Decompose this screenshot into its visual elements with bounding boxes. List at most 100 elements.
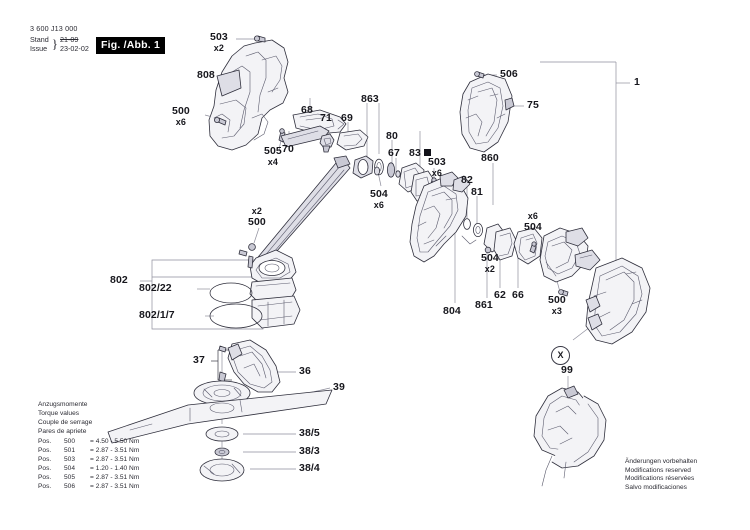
- torque-row: Pos.506= 2.87 - 3.51 Nm: [38, 482, 139, 491]
- callout-503-top-qty: x2: [213, 43, 225, 53]
- callout-70: 70: [282, 143, 294, 155]
- callout-80: 80: [386, 130, 398, 142]
- torque-pos-label: Pos.: [38, 474, 52, 482]
- part-number: 3 600 J13 000: [30, 24, 78, 33]
- torque-values-block: Anzugsmomente Torque values Couple de se…: [38, 400, 139, 492]
- callout-504-left-qty: x6: [373, 200, 385, 210]
- callout-81: 81: [471, 186, 483, 198]
- torque-pos-num: 501: [64, 446, 76, 454]
- torque-eq: =: [90, 465, 94, 473]
- callout-75: 75: [527, 99, 539, 111]
- torque-pos-num: 500: [64, 437, 76, 445]
- callout-500-left-qty: x6: [175, 117, 187, 127]
- figure-badge: Fig. /Abb. 1: [96, 37, 165, 54]
- artwork-clip-71: [319, 133, 335, 153]
- callout-66: 66: [512, 289, 524, 301]
- torque-eq: =: [90, 483, 94, 491]
- callout-500-left-num: 500: [172, 105, 190, 117]
- torque-eq: =: [90, 474, 94, 482]
- callout-69: 69: [341, 112, 353, 124]
- disclaimer-en: Modifications reserved: [625, 466, 691, 474]
- stand-label: Stand: [30, 35, 49, 44]
- brace-glyph: }: [51, 36, 59, 51]
- detail-marker-x: X: [551, 346, 570, 365]
- torque-title-en: Torque values: [38, 410, 80, 418]
- callout-500-shaft-qty: x2: [251, 206, 263, 216]
- callout-802-1-7: 802/1/7: [139, 309, 175, 321]
- callout-506: 506: [500, 68, 518, 80]
- callout-71: 71: [320, 112, 332, 124]
- callout-504-right-qty: x6: [527, 211, 539, 221]
- callout-860: 860: [481, 152, 499, 164]
- torque-eq: =: [90, 455, 94, 463]
- callout-802: 802: [110, 274, 128, 286]
- callout-68: 68: [301, 104, 313, 116]
- artwork-cutter-assembly: [107, 339, 333, 482]
- callout-82: 82: [461, 174, 473, 186]
- callout-505-qty: x4: [267, 157, 279, 167]
- torque-pos-label: Pos.: [38, 437, 52, 445]
- torque-value: 4.50 - 5.50 Nm: [95, 437, 140, 445]
- torque-row: Pos.503= 2.87 - 3.51 Nm: [38, 455, 139, 464]
- torque-value: 2.87 - 3.51 Nm: [95, 474, 140, 482]
- callout-503-mid-num: 503: [428, 156, 446, 168]
- torque-eq: =: [90, 446, 94, 454]
- torque-eq: =: [90, 437, 94, 445]
- callout-62: 62: [494, 289, 506, 301]
- disclaimer-block: Änderungen vorbehalten Modifications res…: [625, 458, 697, 492]
- callout-503-top-num: 503: [210, 31, 228, 43]
- disclaimer-es: Salvo modificaciones: [625, 483, 687, 491]
- artwork-rings-82-81: [461, 218, 483, 245]
- disclaimer-fr: Modifications réservées: [625, 475, 695, 483]
- torque-pos-label: Pos.: [38, 483, 52, 491]
- square-marker-icon: [424, 149, 431, 156]
- callout-504-right: x6 504: [524, 211, 542, 233]
- torque-pos-label: Pos.: [38, 465, 52, 473]
- callout-804: 804: [443, 305, 461, 317]
- artwork-guard-75: [459, 71, 515, 153]
- callout-802-22: 802/22: [139, 282, 172, 294]
- torque-value: 2.87 - 3.51 Nm: [95, 455, 140, 463]
- torque-title-de: Anzugsmomente: [38, 401, 88, 408]
- callout-504-right-num: 504: [524, 221, 542, 233]
- artwork-863-group: [352, 155, 438, 202]
- callout-500-right-qty: x3: [551, 306, 563, 316]
- torque-pos-num: 503: [64, 455, 76, 463]
- artwork-housing-left: [208, 35, 289, 151]
- callout-99: 99: [561, 364, 573, 376]
- torque-value: 2.87 - 3.51 Nm: [95, 446, 140, 454]
- issue-label: Issue: [30, 43, 48, 53]
- torque-title-fr: Couple de serrage: [38, 419, 93, 427]
- callout-37: 37: [193, 354, 205, 366]
- callout-38-4: 38/4: [299, 462, 320, 474]
- revision-block: Stand Issue } 21-09 23-02-02: [30, 35, 89, 53]
- callout-67: 67: [388, 147, 400, 159]
- torque-row: Pos.504= 1.20 - 1.40 Nm: [38, 464, 139, 473]
- stand-date: 21-09: [60, 35, 79, 44]
- callout-39: 39: [333, 381, 345, 393]
- artwork-switch-68-70: [280, 109, 347, 148]
- torque-row: Pos.505= 2.87 - 3.51 Nm: [38, 473, 139, 482]
- artwork-handle-861: [539, 227, 601, 297]
- artwork-cover-69: [336, 129, 369, 151]
- callout-505-num: 505: [264, 145, 282, 157]
- callout-500-right: 500 x3: [548, 294, 566, 316]
- callout-863: 863: [361, 93, 379, 105]
- torque-row: Pos. 500 = 4.50 - 5.50 Nm: [38, 437, 139, 446]
- callout-1: 1: [634, 76, 640, 88]
- callout-500-shaft-num: 500: [248, 216, 266, 228]
- artwork-washers-504: [373, 166, 380, 176]
- callout-38-3: 38/3: [299, 445, 320, 457]
- callout-505: 505 x4: [264, 145, 282, 167]
- callout-504-left-num: 504: [370, 188, 388, 200]
- callout-861: 861: [475, 299, 493, 311]
- torque-pos-num: 506: [64, 483, 76, 491]
- callout-503-mid-qty: x6: [431, 168, 443, 178]
- callout-500-right-num: 500: [548, 294, 566, 306]
- callout-504-mid-qty: x2: [484, 264, 496, 274]
- artwork-gearhead-802: [209, 249, 301, 329]
- callout-503-top: 503 x2: [210, 31, 228, 53]
- callout-36: 36: [299, 365, 311, 377]
- header-block: 3 600 J13 000 Stand Issue } 21-09 23-02-…: [30, 24, 89, 53]
